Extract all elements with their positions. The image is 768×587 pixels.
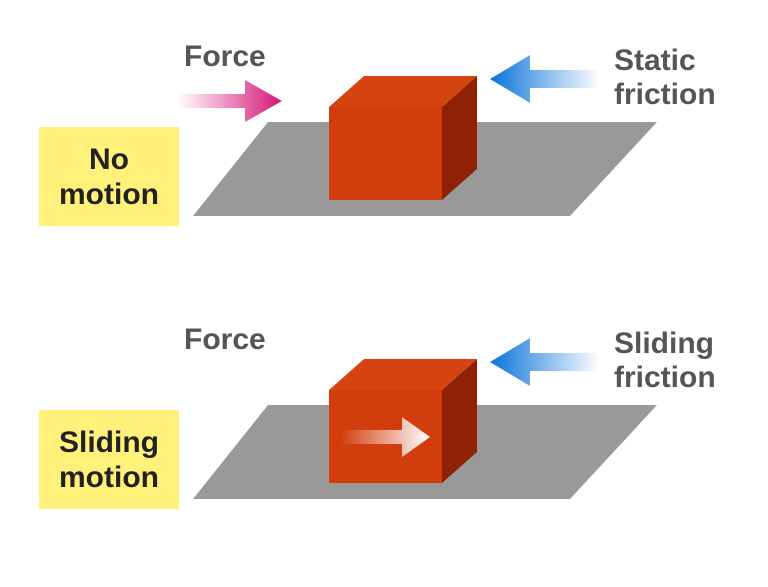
block-top-face (329, 359, 477, 390)
friction-label-line-2: friction (614, 361, 716, 394)
static-friction-arrow (490, 55, 600, 103)
block-front-face (329, 107, 442, 200)
state-label-line-2: motion (59, 177, 159, 211)
sliding-scene-graphic (193, 338, 657, 499)
block-side-face (442, 76, 477, 200)
static-scene-graphic (178, 55, 657, 216)
friction-label-line-2: friction (614, 78, 716, 111)
sliding-friction-arrow (490, 338, 600, 386)
block-top-face (329, 76, 477, 107)
motion-arrow (340, 417, 430, 457)
friction-label-line-1: Sliding (614, 327, 714, 360)
no-motion-badge: No motion (39, 127, 179, 226)
state-label-line-2: motion (59, 460, 159, 494)
force-arrow (178, 80, 282, 122)
block-side-face (442, 359, 477, 483)
static-friction-panel: Force Static friction No motion (0, 0, 768, 260)
static-friction-label: Static friction (614, 44, 716, 112)
state-label-line-1: Sliding (59, 425, 159, 459)
sliding-friction-panel: Force Sliding friction Sliding motion (0, 283, 768, 543)
force-label: Force (184, 40, 266, 73)
friction-label-line-1: Static (614, 44, 696, 77)
state-label-line-1: No (89, 142, 129, 176)
sliding-motion-badge: Sliding motion (39, 410, 179, 509)
force-label: Force (184, 323, 266, 356)
sliding-friction-label: Sliding friction (614, 327, 716, 395)
